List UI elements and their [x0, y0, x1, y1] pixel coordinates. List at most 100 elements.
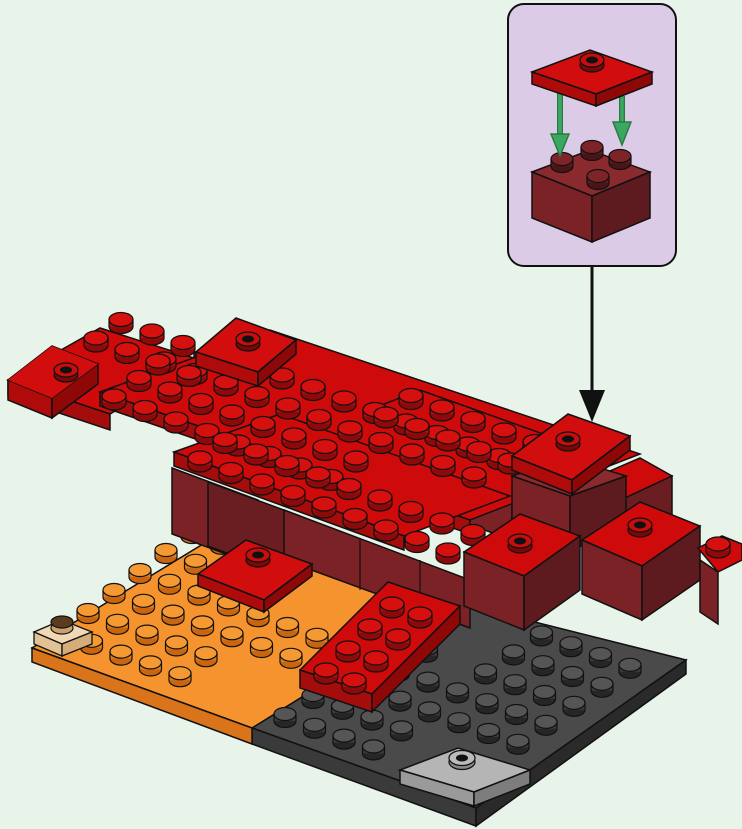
- stud: [389, 720, 414, 742]
- stud: [312, 438, 338, 462]
- stud: [475, 693, 499, 715]
- red-tile-left: [6, 345, 100, 420]
- stud: [562, 695, 586, 717]
- stud: [416, 671, 440, 693]
- stud: [220, 626, 244, 648]
- stud: [506, 733, 530, 755]
- stud: [618, 657, 642, 679]
- stud: [108, 311, 134, 335]
- stud: [332, 728, 356, 750]
- stud: [101, 388, 127, 411]
- stud: [460, 410, 486, 434]
- stud: [109, 644, 133, 666]
- stud: [279, 647, 303, 669]
- stud: [139, 323, 165, 346]
- red-brick-edge: [696, 535, 742, 626]
- stud: [170, 334, 196, 358]
- stud: [102, 582, 126, 605]
- stud: [311, 496, 337, 519]
- stud: [534, 714, 558, 736]
- stud: [491, 422, 517, 445]
- stud: [250, 415, 276, 439]
- stud: [83, 330, 109, 353]
- stud: [531, 655, 555, 677]
- red-tile-orange: [196, 539, 314, 614]
- stud: [429, 399, 455, 422]
- stud: [367, 489, 393, 512]
- stud: [273, 706, 297, 729]
- clear-plate-1x1: [32, 615, 94, 657]
- red-tile-top: [194, 317, 298, 388]
- stud: [473, 663, 498, 685]
- stud: [275, 397, 301, 420]
- stud: [336, 477, 362, 501]
- stud: [249, 473, 275, 496]
- stud: [132, 399, 158, 423]
- stud: [404, 530, 430, 554]
- stud: [560, 665, 585, 688]
- stud: [368, 431, 394, 455]
- down-arrow-icon: [579, 266, 605, 422]
- stud: [164, 635, 189, 657]
- stud: [280, 484, 306, 508]
- stud: [275, 616, 300, 639]
- stud: [503, 674, 527, 696]
- stud: [163, 411, 189, 434]
- stud: [342, 507, 368, 531]
- stud: [306, 408, 332, 432]
- red-brick-front: [462, 513, 582, 632]
- stud: [131, 593, 156, 615]
- green-arrow-icon: [549, 92, 633, 158]
- stud: [337, 420, 363, 443]
- stud: [135, 624, 159, 646]
- stud: [244, 385, 270, 409]
- stud: [168, 666, 192, 688]
- stud: [114, 341, 140, 365]
- stud: [188, 392, 214, 416]
- stud: [361, 739, 386, 761]
- stud: [385, 628, 411, 651]
- stud: [138, 655, 163, 677]
- stud: [76, 602, 100, 625]
- stud: [398, 500, 424, 524]
- red-jumper-plate: [529, 49, 655, 108]
- stud: [407, 606, 433, 629]
- stud: [305, 466, 331, 489]
- stud: [388, 690, 412, 712]
- stud: [501, 644, 526, 666]
- stud: [190, 615, 215, 637]
- stud: [447, 712, 471, 734]
- stud: [417, 701, 442, 723]
- stud: [157, 573, 182, 595]
- stud: [249, 636, 274, 659]
- stud: [357, 618, 383, 641]
- stud: [331, 390, 357, 413]
- stud: [504, 703, 529, 726]
- dark-red-brick-2x2: [529, 139, 653, 244]
- stud: [313, 662, 339, 685]
- stud: [532, 684, 557, 707]
- stud: [187, 450, 213, 473]
- stud: [274, 454, 300, 478]
- stud: [341, 672, 367, 695]
- stud: [154, 542, 178, 565]
- stud: [243, 443, 269, 466]
- stud: [559, 636, 583, 658]
- stud: [373, 519, 399, 542]
- red-brick-right: [580, 501, 702, 622]
- stud: [466, 440, 492, 464]
- stud: [373, 406, 399, 429]
- stud: [145, 353, 171, 376]
- stud: [588, 646, 613, 669]
- stud: [126, 369, 152, 393]
- stud: [476, 722, 501, 745]
- stud: [161, 604, 185, 626]
- stud: [343, 450, 369, 473]
- stud: [445, 682, 470, 704]
- stud: [398, 387, 424, 411]
- stud: [194, 646, 218, 668]
- stud: [219, 404, 245, 427]
- stud: [363, 650, 389, 673]
